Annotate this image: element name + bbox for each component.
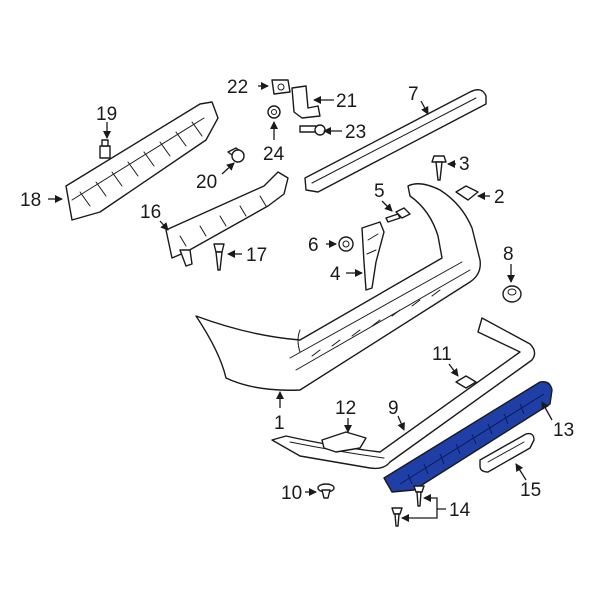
- part-3-push-pin: [431, 155, 447, 181]
- callout-3: 3: [459, 154, 470, 175]
- part-19-bolt: [99, 139, 111, 159]
- callout-12: 12: [335, 398, 356, 419]
- part-1-bumper-cover: [195, 183, 481, 391]
- part-17-push-pin: [213, 243, 225, 271]
- callout-8: 8: [503, 244, 514, 265]
- callout-labels: 22 21 7 19 23 24 3 20 2 18 5 16 6 17 8 4…: [20, 77, 574, 521]
- callout-19: 19: [96, 104, 117, 125]
- part-20-bolt: [227, 147, 245, 163]
- part-8-grommet: [502, 285, 522, 303]
- callout-1: 1: [274, 413, 285, 434]
- part-21-bracket: [291, 85, 321, 119]
- part-6-nut: [338, 236, 354, 252]
- part-2-clip: [455, 185, 479, 201]
- part-22-nut: [271, 79, 291, 95]
- callout-4: 4: [330, 264, 341, 285]
- callout-15: 15: [520, 480, 541, 501]
- callout-5: 5: [374, 181, 385, 202]
- callout-20: 20: [196, 172, 217, 193]
- part-24-nut: [267, 105, 281, 119]
- callout-2: 2: [494, 187, 505, 208]
- part-5-bolt: [385, 207, 411, 223]
- callout-17: 17: [246, 245, 267, 266]
- part-7-upper-strip: [304, 89, 487, 193]
- callout-10: 10: [281, 483, 302, 504]
- callout-24: 24: [263, 144, 285, 165]
- callout-13: 13: [553, 420, 574, 441]
- part-23-bolt: [299, 124, 326, 136]
- callout-22: 22: [227, 77, 248, 98]
- part-10-screw: [317, 483, 335, 499]
- part-4-side-bracket: [361, 221, 385, 291]
- callout-11: 11: [432, 344, 452, 365]
- leader-lines: [48, 82, 553, 522]
- callout-6: 6: [308, 235, 319, 256]
- part-13-valance-insert-highlighted: [383, 380, 553, 493]
- part-14-pins: [391, 485, 425, 527]
- callout-16: 16: [140, 202, 161, 223]
- callout-9: 9: [388, 398, 399, 419]
- part-15-reflector: [479, 432, 535, 473]
- part-11-clip: [455, 375, 477, 389]
- part-18-energy-absorber: [65, 101, 219, 221]
- callout-14: 14: [449, 500, 471, 521]
- callout-23: 23: [345, 122, 366, 143]
- callout-7: 7: [408, 84, 419, 105]
- callout-21: 21: [336, 91, 357, 112]
- part-16-bracket: [165, 171, 289, 267]
- callout-18: 18: [20, 190, 41, 211]
